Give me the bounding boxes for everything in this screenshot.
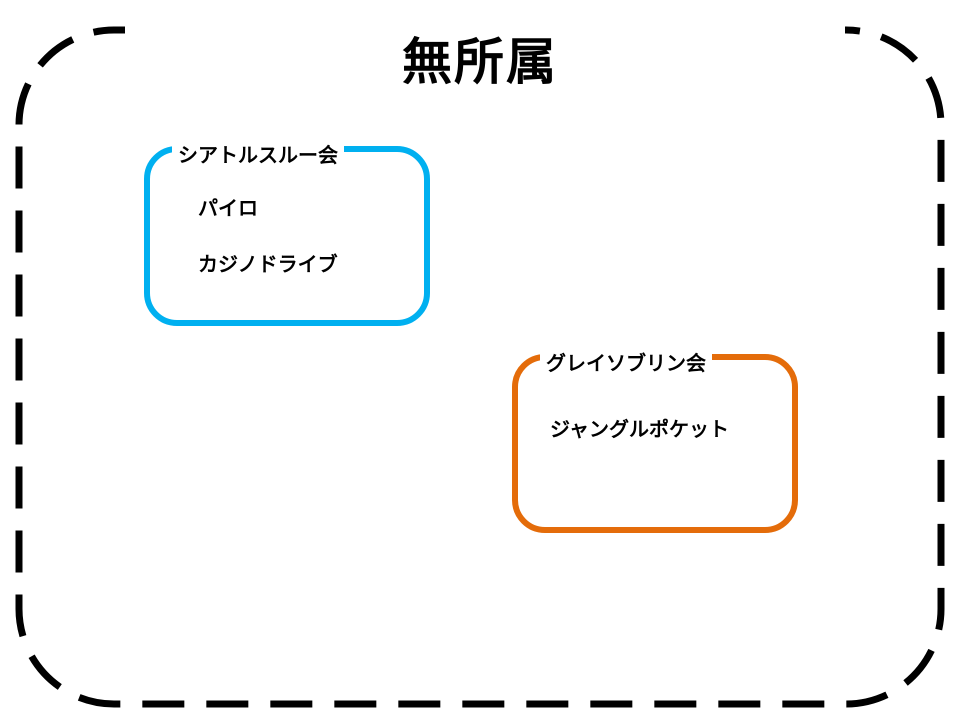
member-item: カジノドライブ [198,252,338,276]
group-box-seattle-slew [144,146,430,326]
group-label: シアトルスルー会 [172,139,344,168]
title-gap [125,15,845,45]
group-box-grey-sovereign [512,354,798,533]
member-item: パイロ [198,196,258,220]
outer-dashed-border [15,26,945,708]
member-item: ジャングルポケット [550,417,729,441]
diagram-title: 無所属 [402,32,558,91]
group-label: グレイソブリン会 [540,347,712,376]
